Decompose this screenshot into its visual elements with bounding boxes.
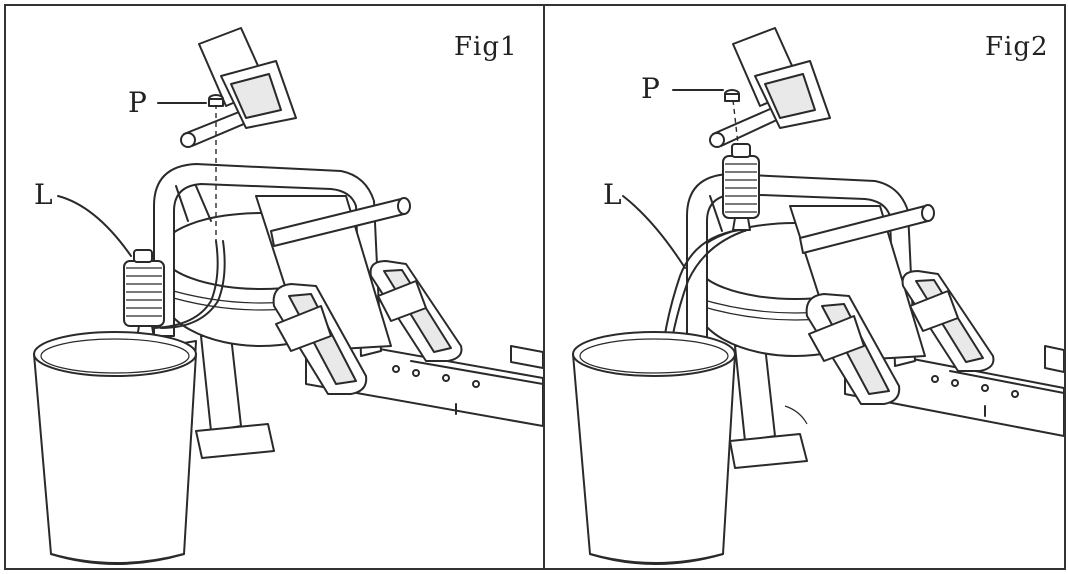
figure-title-2: Fig2 — [985, 32, 1049, 62]
foot-plates — [272, 260, 463, 395]
figure-title-1: Fig1 — [454, 32, 518, 62]
figure-panel-1: Fig1 P L — [6, 6, 543, 568]
panel-divider — [543, 4, 545, 570]
monitor — [709, 27, 831, 148]
bucket — [572, 331, 736, 565]
rail — [305, 335, 543, 427]
monitor — [180, 27, 297, 148]
drain-pump — [659, 89, 760, 377]
rowing-machine-illustration-1 — [33, 27, 543, 565]
callout-p-label-2: P — [641, 72, 660, 105]
callout-l-leader — [57, 195, 132, 257]
bucket — [33, 331, 197, 565]
foot-plates — [805, 270, 995, 405]
callout-l-leader — [622, 195, 686, 269]
rowing-machine-illustration-2 — [572, 27, 1064, 565]
callout-l-label-2: L — [603, 178, 622, 211]
figure-frame — [4, 4, 1066, 570]
drain-pump — [123, 94, 226, 379]
handle-bar — [799, 204, 935, 254]
callout-l-label-1: L — [34, 178, 53, 211]
handle-bar — [270, 197, 411, 247]
figure-panel-2: Fig2 P L — [545, 6, 1064, 568]
callout-p-label-1: P — [128, 86, 147, 119]
